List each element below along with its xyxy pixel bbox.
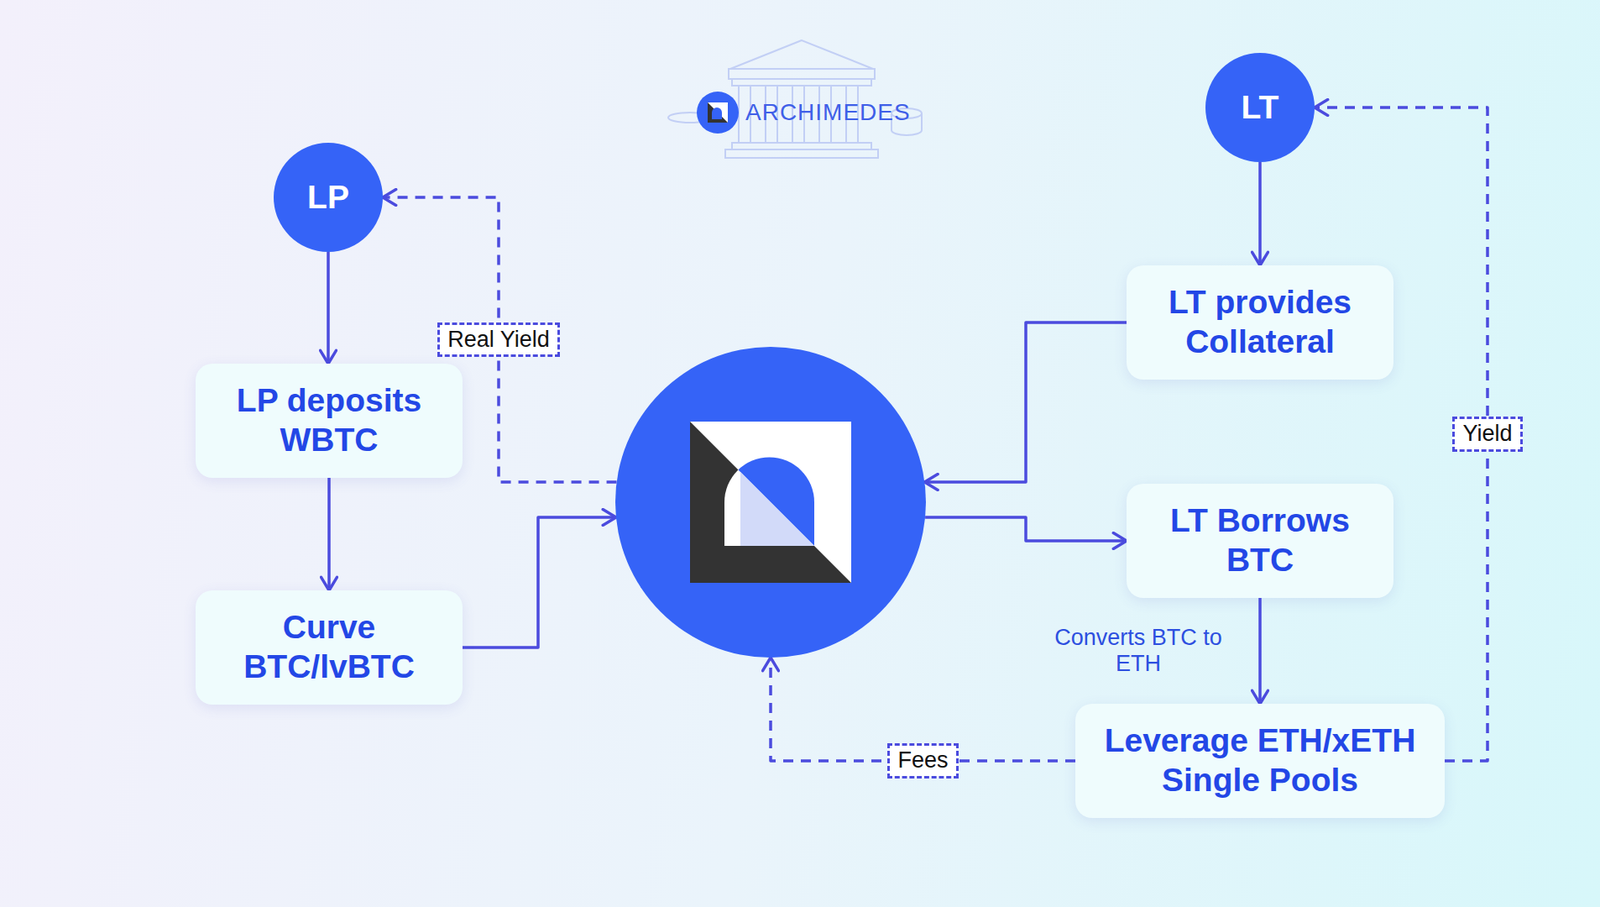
edge-label: Fees [887, 742, 958, 778]
box-label: LT Borrows BTC [1143, 501, 1377, 581]
process-box: LT provides Collateral [1126, 265, 1394, 380]
flow-arrow [1258, 597, 1262, 704]
edge-label: Yield [1452, 416, 1522, 451]
process-box: LP deposits WBTC [195, 363, 463, 478]
brand-wordmark: ARCHIMEDES [745, 100, 911, 125]
flow-arrow [327, 477, 331, 591]
flow-arrow [326, 251, 330, 364]
box-label: Leverage ETH/xETH Single Pools [1092, 721, 1428, 800]
brand-icon [696, 91, 739, 134]
edge-note: Converts BTC to ETH [1041, 624, 1235, 677]
process-box: Leverage ETH/xETH Single Pools [1075, 703, 1445, 818]
actor-circle: LT [1205, 52, 1315, 163]
actor-circle: LP [273, 142, 383, 252]
protocol-hub [615, 346, 926, 658]
edge-label: Real Yield [437, 322, 560, 357]
circle-label: LP [307, 177, 350, 218]
process-box: Curve BTC/lvBTC [195, 590, 463, 705]
process-box: LT Borrows BTC [1126, 483, 1394, 598]
flow-arrow [1258, 162, 1262, 266]
building-outline [668, 40, 922, 158]
box-label: LT provides Collateral [1143, 282, 1377, 362]
box-label: Curve BTC/lvBTC [212, 607, 446, 687]
circle-label: LT [1241, 88, 1280, 128]
flow-arrow [462, 517, 617, 648]
flow-arrow [925, 517, 1127, 541]
flow-arrow [924, 322, 1127, 482]
logo-mark [690, 421, 852, 583]
box-label: LP deposits WBTC [212, 381, 446, 461]
